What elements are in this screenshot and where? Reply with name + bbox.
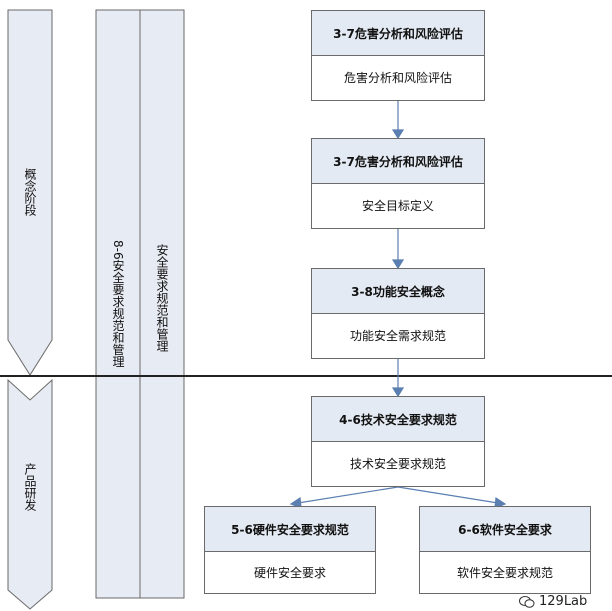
flow-box-content: 功能安全需求规范	[349, 329, 446, 343]
flow-box-title: 3-8功能安全概念	[312, 269, 484, 314]
flow-box-title: 3-7危害分析和风险评估	[312, 139, 484, 184]
management-main-label: 8-6安全要求规范和管理	[111, 240, 125, 368]
management-sub-label: 安全要求规范和管理	[155, 244, 169, 352]
wechat-icon	[519, 595, 535, 608]
branch-box-content: 硬件安全要求	[253, 565, 326, 580]
arrow-2-head	[391, 259, 405, 270]
arrow-3-head	[391, 387, 405, 398]
concept-phase-label: 概念阶段	[23, 168, 37, 216]
branch-box-title: 6-6软件安全要求	[420, 507, 590, 552]
branch-box-content: 软件安全要求规范	[456, 565, 553, 580]
concept-phase-chevron	[7, 9, 53, 376]
flow-box-content: 安全目标定义	[361, 199, 434, 213]
flow-box-title: 3-7危害分析和风险评估	[312, 11, 484, 56]
arrow-left-line	[297, 486, 399, 504]
flow-box-content: 技术安全要求规范	[349, 457, 446, 471]
branch-box-hardware: 5-6硬件安全要求规范 硬件安全要求	[204, 506, 376, 594]
watermark-label: 129Lab	[539, 594, 588, 609]
flow-box-title: 4-6技术安全要求规范	[312, 397, 484, 442]
flow-box-safety-goals: 3-7危害分析和风险评估 安全目标定义	[311, 138, 485, 229]
arrow-1-head	[391, 129, 405, 140]
flow-box-hazard-analysis: 3-7危害分析和风险评估 危害分析和风险评估	[311, 10, 485, 101]
arrow-right-line	[397, 486, 499, 504]
branch-box-software: 6-6软件安全要求 软件安全要求规范	[419, 506, 591, 594]
flow-box-technical-safety: 4-6技术安全要求规范 技术安全要求规范	[311, 396, 485, 487]
branch-box-title: 5-6硬件安全要求规范	[205, 507, 375, 552]
development-phase-chevron	[7, 378, 53, 610]
flow-box-functional-safety: 3-8功能安全概念 功能安全需求规范	[311, 268, 485, 359]
development-phase-label: 产品研发	[23, 463, 37, 511]
watermark: 129Lab	[519, 594, 587, 609]
flow-box-content: 危害分析和风险评估	[343, 71, 452, 85]
